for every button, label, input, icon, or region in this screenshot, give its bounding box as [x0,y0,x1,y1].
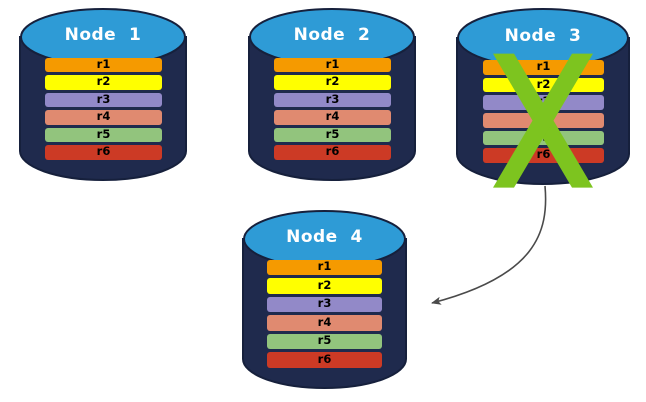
data-row-label: r1 [325,56,340,71]
data-row-r6[interactable]: r6 [45,144,162,160]
data-row-label: r1 [317,259,332,274]
data-row-r1[interactable]: r1 [483,60,604,75]
data-row-r2[interactable]: r2 [483,76,604,93]
row-stack: r1 r2 r3 r4 r5 r6 [267,260,382,368]
data-row-r2[interactable]: r2 [45,74,162,90]
data-row-r6[interactable]: r6 [483,148,604,163]
data-row-label: r3 [536,94,551,109]
data-row-r6[interactable]: r6 [274,144,391,160]
data-row-r3[interactable]: r3 [267,296,382,313]
data-row-r5[interactable]: r5 [483,129,604,146]
data-row-r5[interactable]: r5 [267,333,382,350]
data-row-label: r6 [536,147,551,162]
data-row-r2[interactable]: r2 [267,277,382,294]
data-row-label: r2 [96,74,111,89]
data-row-r5[interactable]: r5 [274,126,391,143]
cylinder-shape [242,210,407,389]
data-row-label: r5 [317,333,332,348]
data-row-label: r6 [317,351,332,366]
data-row-r4[interactable]: r4 [483,112,604,128]
data-row-r5[interactable]: r5 [45,126,162,143]
row-stack: r1 r2 r3 r4 r5 r6 [45,58,162,160]
data-row-label: r6 [96,144,111,159]
migration-arrow-icon [431,185,547,305]
data-row-label: r2 [317,277,332,292]
data-row-label: r6 [325,144,340,159]
data-row-label: r3 [96,91,111,106]
data-row-r4[interactable]: r4 [45,109,162,125]
data-row-r3[interactable]: r3 [274,91,391,108]
cylinder-body [19,36,187,181]
data-row-r4[interactable]: r4 [267,314,382,331]
cylinder-shape [19,8,187,181]
data-row-label: r5 [96,126,111,141]
row-stack: r1 r2 r3 r4 r5 r6 [483,60,604,163]
data-row-r3[interactable]: r3 [483,95,604,110]
data-row-r4[interactable]: r4 [274,109,391,125]
data-row-label: r2 [325,74,340,89]
data-row-r1[interactable]: r1 [45,56,162,73]
data-row-r3[interactable]: r3 [45,91,162,108]
data-row-r2[interactable]: r2 [274,74,391,90]
data-row-label: r4 [96,109,111,124]
data-row-r1[interactable]: r1 [274,56,391,73]
row-stack: r1 r2 r3 r4 r5 r6 [274,58,391,160]
data-row-label: r4 [536,112,551,127]
data-row-r1[interactable]: r1 [267,259,382,276]
data-row-label: r3 [317,296,332,311]
data-row-label: r1 [96,56,111,71]
data-row-label: r3 [325,91,340,106]
data-row-label: r4 [317,314,332,329]
data-row-label: r5 [325,126,340,141]
data-row-label: r2 [536,76,551,91]
cylinder-body [248,36,416,181]
data-row-r6[interactable]: r6 [267,351,382,368]
cylinder-shape [248,8,416,181]
cylinder-body [242,238,407,389]
data-row-label: r5 [536,129,551,144]
data-row-label: r1 [536,59,551,74]
data-row-label: r4 [325,109,340,124]
